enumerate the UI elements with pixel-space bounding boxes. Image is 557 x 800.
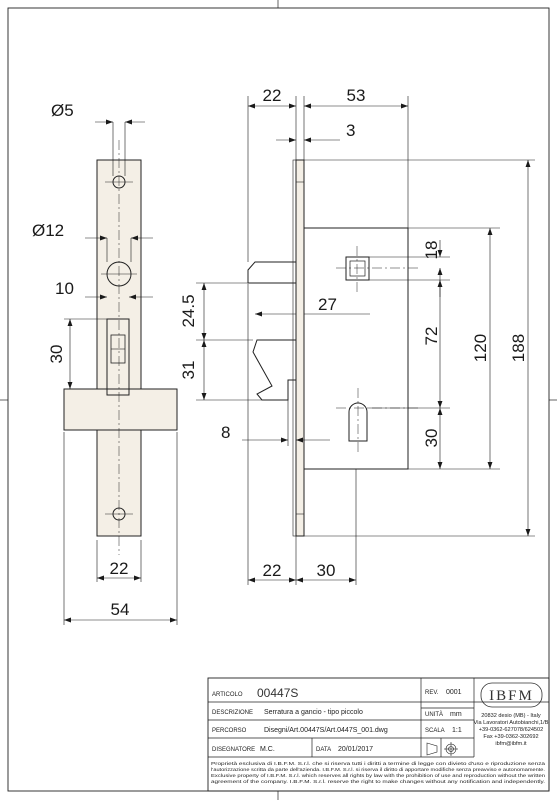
follower-square	[345, 256, 370, 281]
faceplate-view	[63, 140, 178, 555]
lock-body-dimensions	[196, 96, 535, 585]
data-label: DATA	[316, 747, 331, 753]
projection-symbol-icon	[426, 742, 458, 756]
faceplate-dimensions	[63, 119, 178, 625]
percorso-value: Disegni/Art.00447S/Art.0447S_001.dwg	[264, 727, 388, 734]
dim-d24-5: 24.5	[179, 294, 198, 327]
hook-slot	[106, 318, 130, 396]
cylinder-hole	[348, 402, 368, 442]
dim-d27: 27	[318, 295, 337, 314]
ibfm-logo: IBFM	[480, 682, 543, 708]
legal-notice: Proprietà esclusiva di I.B.F.M. S.r.l. c…	[211, 761, 546, 784]
dim-d22-bottom-mid: 22	[263, 561, 282, 580]
title-block: ARTICOLO 00447S REV. 0001 DESCRIZIONE Se…	[207, 677, 550, 792]
company-line: 20832 desio (MB) - Italy	[481, 713, 541, 719]
rev-label: REV.	[425, 690, 439, 696]
dim-d18: 18	[422, 241, 441, 260]
notice-line: Proprietà esclusiva di I.B.F.M. S.r.l. c…	[211, 761, 546, 766]
articolo-value: 00447S	[257, 686, 298, 700]
lock-body-dimension-labels: 22 53 3 18 72 30 120 188 24.5 27 31 8 22…	[179, 86, 528, 580]
disegnatore-value: M.C.	[260, 746, 275, 753]
dim-d5: Ø5	[51, 101, 74, 120]
notice-line: agreement of the company. I.B.F.M. S.r.l…	[211, 779, 545, 784]
scala-value: 1:1	[452, 727, 462, 734]
dim-d10: 10	[55, 279, 74, 298]
dim-d8: 8	[221, 423, 230, 442]
lock-body-view	[247, 159, 420, 537]
company-line: ibfm@ibfm.it	[495, 741, 527, 747]
faceplate-dimension-labels: Ø5 Ø12 10 30 22 54	[32, 101, 129, 619]
dim-d30-left: 30	[47, 345, 66, 364]
descrizione-value: Serratura a gancio - tipo piccolo	[264, 709, 363, 716]
rev-value: 0001	[446, 689, 462, 696]
company-line: Via Lavoratori Autobianchi,1/B	[474, 720, 549, 726]
notice-line: Exclusive property of I.B.F.M. S.r.l. wh…	[211, 773, 546, 778]
company-address: 20832 desio (MB) - Italy Via Lavoratori …	[474, 713, 549, 747]
hook-housing	[63, 388, 178, 431]
dim-d30-bottom-mid: 30	[317, 561, 336, 580]
logo-text: IBFM	[489, 688, 534, 704]
dim-d188: 188	[509, 334, 528, 362]
company-line: +39-0362-627078/624502	[479, 727, 544, 733]
data-value: 20/01/2017	[338, 746, 373, 753]
latch-bolt	[247, 261, 296, 284]
disegnatore-label: DISEGNATORE	[212, 747, 255, 753]
dim-d54: 54	[111, 600, 130, 619]
dim-d53: 53	[347, 86, 366, 105]
unita-value: mm	[450, 711, 462, 718]
descrizione-label: DESCRIZIONE	[212, 710, 253, 716]
lock-case	[303, 227, 409, 470]
dim-d31: 31	[179, 361, 198, 380]
dim-d30-right: 30	[422, 429, 441, 448]
articolo-label: ARTICOLO	[212, 692, 243, 698]
dim-d120: 120	[471, 334, 490, 362]
notice-line: l'autorizzazione scritta da parte dell'a…	[211, 767, 545, 772]
dim-d3: 3	[346, 121, 355, 140]
company-line: Fax +39-0362-302692	[483, 734, 538, 740]
dim-d22-top: 22	[263, 86, 282, 105]
percorso-label: PERCORSO	[212, 728, 247, 734]
dim-d72: 72	[422, 327, 441, 346]
unita-label: UNITÀ	[425, 711, 443, 718]
dim-d22-bottom-left: 22	[110, 559, 129, 578]
scala-label: SCALA	[425, 728, 445, 734]
dim-d12: Ø12	[32, 221, 64, 240]
faceplate-side	[295, 159, 305, 537]
hook-bolt	[252, 339, 296, 401]
